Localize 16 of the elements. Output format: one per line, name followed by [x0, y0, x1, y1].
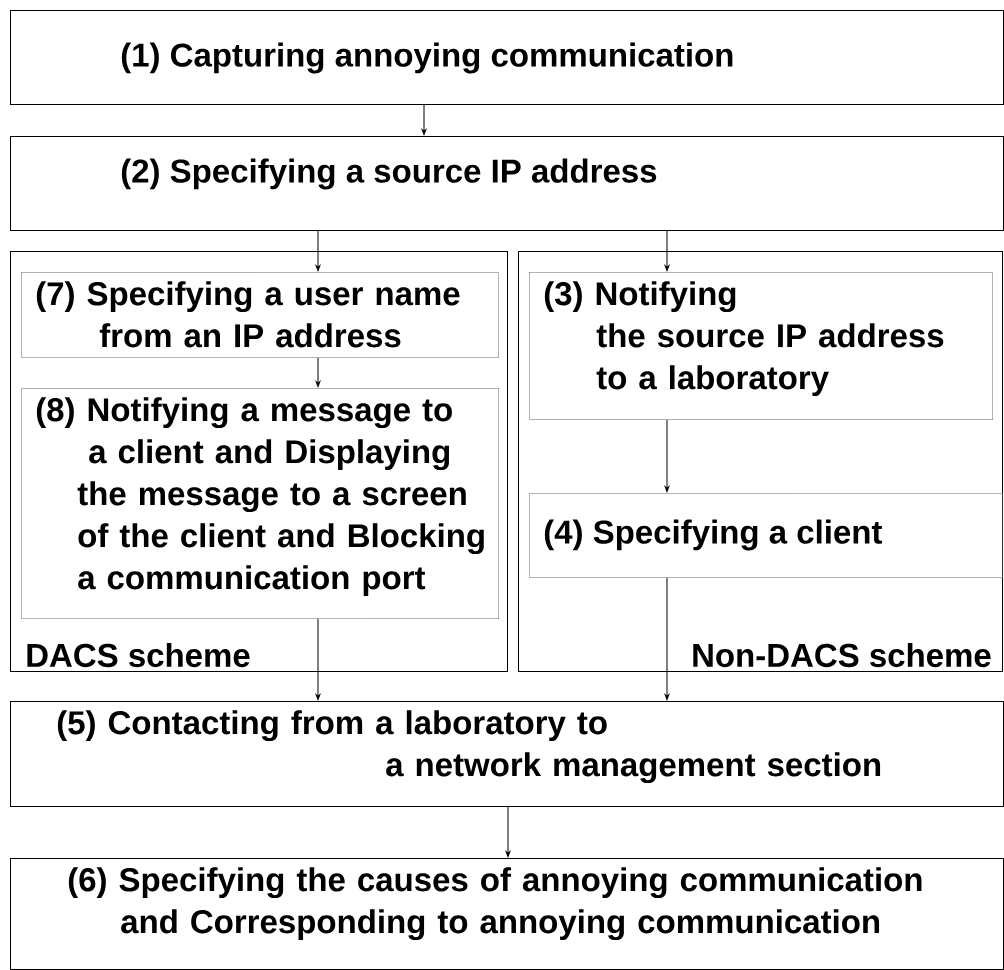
process-box: (4) Specifying a client	[529, 493, 1003, 578]
arrow	[315, 357, 321, 388]
arrow	[664, 577, 670, 701]
process-box: (6) Specifying the causes of annoying communication and Corresponding to annoying communication	[10, 858, 1004, 970]
process-box: (5) Contacting from a laboratory to a network management section	[10, 701, 1004, 807]
arrow	[315, 618, 321, 701]
process-box: (7) Specifying a user name from an IP address	[21, 272, 499, 358]
arrow	[664, 230, 670, 272]
process-box: (2) Specifying a source IP address	[10, 136, 1004, 231]
process-box: (1) Capturing annoying communication	[10, 10, 1004, 105]
process-box: (3) Notifying the source IP address to a laboratory	[529, 272, 993, 420]
arrow	[664, 419, 670, 493]
arrow	[315, 230, 321, 272]
process-box: (8) Notifying a message to a client and Displaying the message to a screen of the client and Blocking a communication port	[21, 388, 499, 619]
arrow	[421, 104, 427, 136]
arrow	[505, 806, 511, 858]
